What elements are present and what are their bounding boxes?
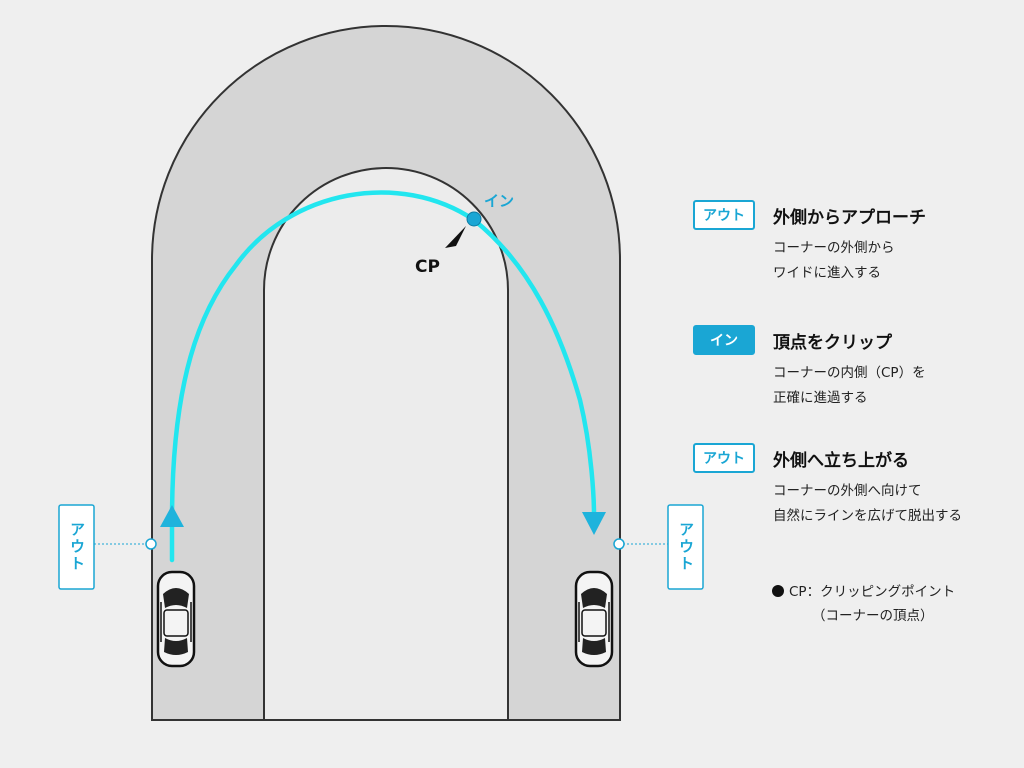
legend-desc: コーナーの外側から ワイドに進入する — [773, 236, 895, 286]
out-point-left — [145, 538, 157, 550]
clipping-point-marker — [466, 211, 482, 227]
car-icon — [574, 570, 614, 668]
legend-desc-line: 自然にラインを広げて脱出する — [773, 508, 962, 524]
out-label-left: アウト — [68, 522, 86, 573]
out-badge-left — [58, 504, 95, 590]
legend-title: 外側へ立ち上がる — [773, 451, 909, 471]
out-label-right: アウト — [677, 522, 695, 573]
legend-desc-line: コーナーの外側へ向けて — [773, 483, 922, 499]
legend-desc: コーナーの外側へ向けて 自然にラインを広げて脱出する — [773, 479, 962, 529]
in-label: イン — [484, 192, 514, 210]
cp-label: CP — [415, 257, 440, 277]
car-icon — [156, 570, 196, 668]
legend-badge: イン — [693, 325, 755, 355]
cp-note-line1: CP：クリッピングポイント — [789, 584, 956, 600]
cp-pointer-icon — [445, 226, 466, 248]
legend-title: 頂点をクリップ — [773, 333, 892, 353]
bullet-dot-icon — [772, 585, 784, 597]
racing-line — [169, 190, 597, 563]
cp-note-line2: （コーナーの頂点） — [812, 608, 934, 624]
legend-badge: アウト — [693, 443, 755, 473]
cp-note: CP：クリッピングポイント （コーナーの頂点） — [772, 580, 955, 628]
out-badge-right — [667, 504, 704, 590]
legend-desc-line: コーナーの内側（CP）を — [773, 365, 926, 381]
legend-title: 外側からアプローチ — [773, 208, 926, 228]
arrow-up-icon — [160, 505, 184, 527]
legend-desc-line: コーナーの外側から — [773, 240, 895, 256]
legend-desc: コーナーの内側（CP）を 正確に進過する — [773, 361, 926, 411]
out-point-right — [613, 538, 625, 550]
arrow-down-icon — [582, 512, 606, 535]
legend-badge: アウト — [693, 200, 755, 230]
road-inner-island — [263, 167, 509, 721]
legend-desc-line: ワイドに進入する — [773, 265, 881, 281]
legend-desc-line: 正確に進過する — [773, 390, 868, 406]
